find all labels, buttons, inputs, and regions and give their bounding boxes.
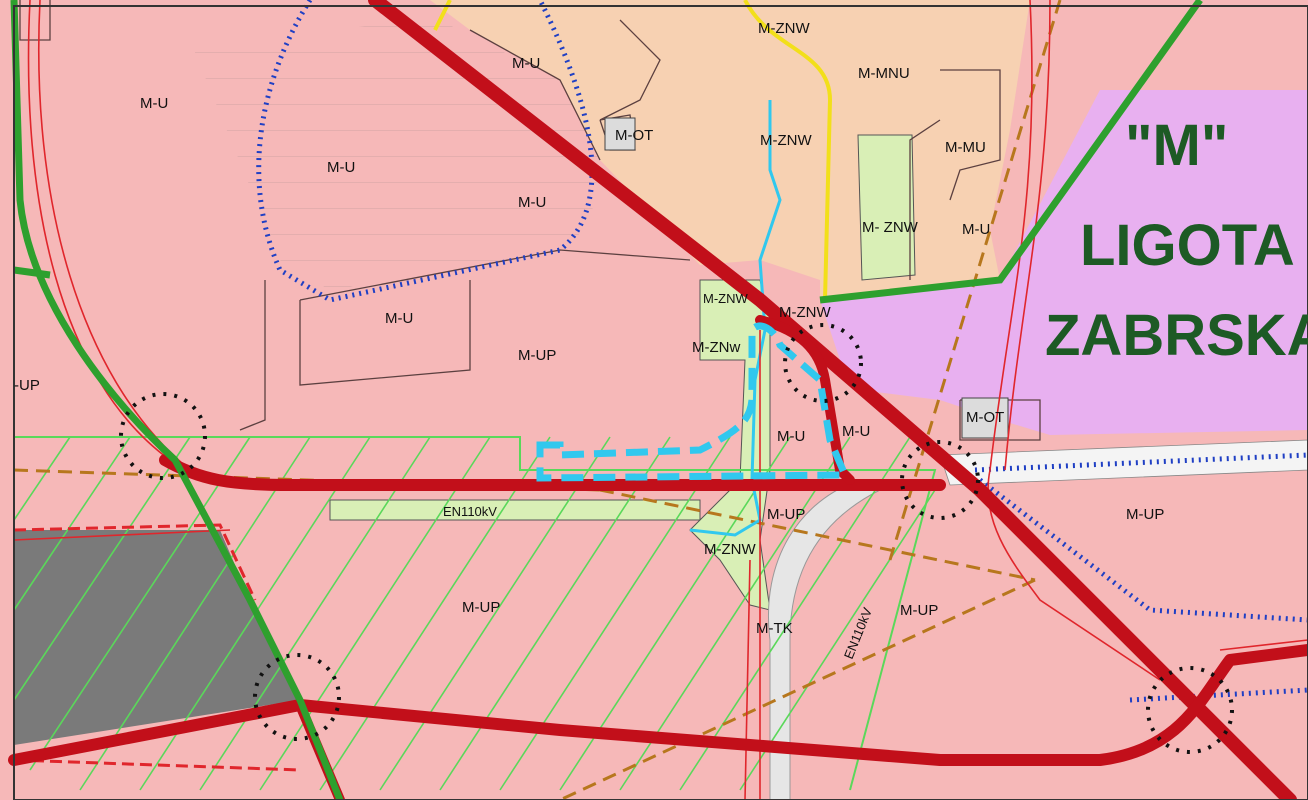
label-mup-center: M-UP — [518, 347, 556, 364]
ot-block-left — [604, 117, 636, 151]
label-mmnu: M-MNU — [858, 65, 910, 82]
green-boundaries — [10, 0, 1203, 800]
planned-road-outline — [536, 322, 851, 482]
label-mot-right: M-OT — [966, 409, 1004, 426]
yellow-line — [743, 0, 833, 301]
blue-dotted-boundaries — [256, 0, 1308, 703]
label-mot-left: M-OT — [615, 127, 653, 144]
secondary-roads — [13, 0, 1308, 800]
label-mup-west: -UP — [14, 377, 40, 394]
label-mznw-bottom: M-ZNW — [704, 541, 756, 558]
label-mu-north: M-U — [140, 95, 168, 112]
district-line-1: "M" — [1125, 113, 1228, 178]
greenery-zone-strip — [329, 499, 701, 521]
map-frame — [13, 5, 1308, 800]
label-mznw-a: M-ZNW — [703, 291, 748, 306]
label-mznw-b: M-ZNW — [779, 304, 831, 321]
label-mup-se: M-UP — [900, 602, 938, 619]
label-mup-junction: M-UP — [767, 506, 805, 523]
green-hatch-boundary — [14, 436, 937, 791]
label-mup-south: M-UP — [462, 599, 500, 616]
label-mmu: M-MU — [945, 139, 986, 156]
label-mu-d1: M-U — [777, 428, 805, 445]
label-mu-hatch: M-U — [327, 159, 355, 176]
district-line-2: LIGOTA — [1080, 213, 1295, 278]
label-mu-center: M-U — [385, 310, 413, 327]
red-dashed-boundary — [13, 523, 257, 601]
ligota-zabrska-zone — [820, 90, 1308, 435]
label-mznw-top: M-ZNW — [758, 20, 810, 37]
label-mu-d2: M-U — [842, 423, 870, 440]
parcel-outlines — [19, 0, 1041, 441]
label-mznw-c: M-ZNw — [692, 339, 740, 356]
green-hatch-lines — [13, 436, 936, 791]
red-dashed-bottom — [13, 758, 301, 772]
gray-zone — [14, 530, 300, 745]
ot-block-right — [961, 397, 1009, 439]
label-mu-right: M-U — [962, 221, 990, 238]
label-mznw-stream: M-ZNW — [760, 132, 812, 149]
district-name: "M" LIGOTA ZABRSKA — [1045, 113, 1308, 368]
road-reservation — [939, 439, 1308, 486]
label-mup-east: M-UP — [1126, 506, 1164, 523]
label-mznw-right: M- ZNW — [862, 219, 919, 236]
label-mu-west: M-U — [518, 194, 546, 211]
district-line-3: ZABRSKA — [1045, 303, 1308, 368]
greenery-zone-right — [857, 134, 916, 281]
junction-markers — [119, 323, 1234, 754]
ramp-reservation — [768, 479, 882, 800]
label-mu-top: M-U — [512, 55, 540, 72]
label-mtk: M-TK — [756, 620, 793, 637]
label-en-west: EN110kV — [443, 504, 497, 519]
